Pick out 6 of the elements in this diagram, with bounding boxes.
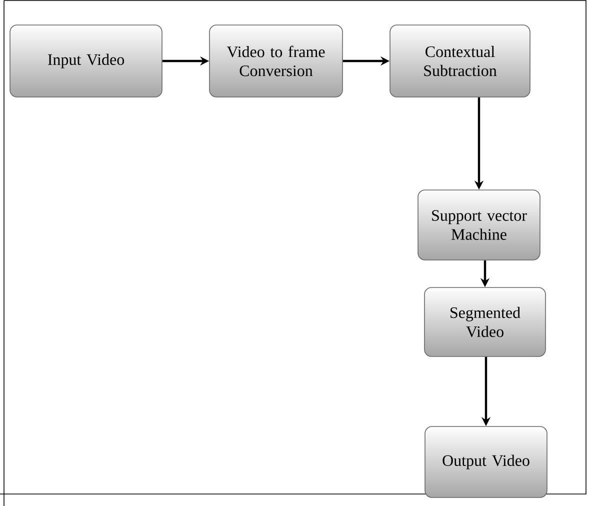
process-box: Input Video xyxy=(10,24,162,98)
process-box: Contextual Subtraction xyxy=(390,24,530,98)
process-box: Support vector Machine xyxy=(418,190,540,260)
process-box: Output Video xyxy=(424,426,548,498)
process-box: Segmented Video xyxy=(424,287,546,357)
process-box: Video to frame Conversion xyxy=(209,24,343,98)
